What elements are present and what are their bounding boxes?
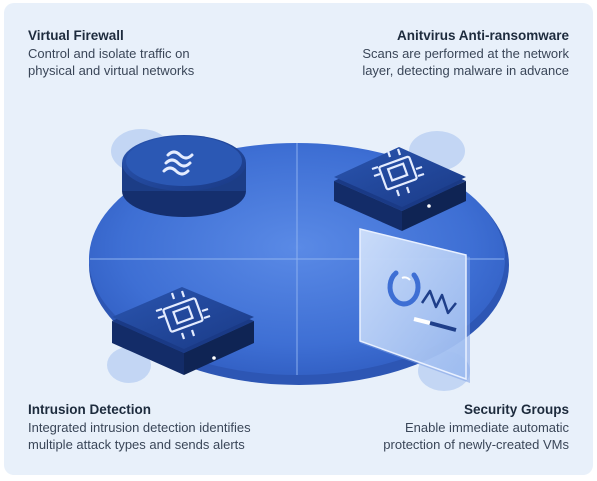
cpu-chip-icon: [155, 290, 211, 340]
feature-title: Anitvirus Anti-ransomware: [396, 28, 569, 43]
feature-security-groups: Security Groups Enable immediate automat…: [299, 402, 569, 453]
security-features-card: Virtual Firewall Control and isolate tra…: [4, 3, 593, 475]
antivirus-device: [334, 147, 466, 231]
network-security-illustration: [89, 129, 509, 391]
cpu-chip-icon: [371, 148, 425, 197]
feature-description-line: protection of newly-created VMs: [383, 437, 569, 452]
feature-description-line: Control and isolate traffic on: [28, 46, 190, 61]
feature-intrusion-detection: Intrusion Detection Integrated intrusion…: [28, 402, 298, 453]
firewall-device: [122, 135, 246, 217]
feature-title: Intrusion Detection: [28, 402, 152, 417]
feature-description-line: multiple attack types and sends alerts: [28, 437, 245, 452]
feature-virtual-firewall: Virtual Firewall Control and isolate tra…: [28, 28, 298, 79]
feature-description-line: physical and virtual networks: [28, 63, 195, 78]
security-monitor-panel: [359, 228, 470, 383]
feature-description-line: Integrated intrusion detection identifie…: [28, 420, 251, 435]
intrusion-detection-device: [112, 287, 254, 375]
feature-antivirus: Anitvirus Anti-ransomware Scans are perf…: [299, 28, 569, 79]
wave-stack-icon: [162, 150, 194, 176]
feature-title: Virtual Firewall: [28, 28, 124, 43]
feature-description-line: Scans are performed at the network: [362, 46, 569, 61]
feature-description-line: layer, detecting malware in advance: [362, 63, 569, 78]
feature-title: Security Groups: [463, 402, 569, 417]
security-monitor-icon: [387, 270, 457, 332]
feature-description-line: Enable immediate automatic: [404, 420, 569, 435]
